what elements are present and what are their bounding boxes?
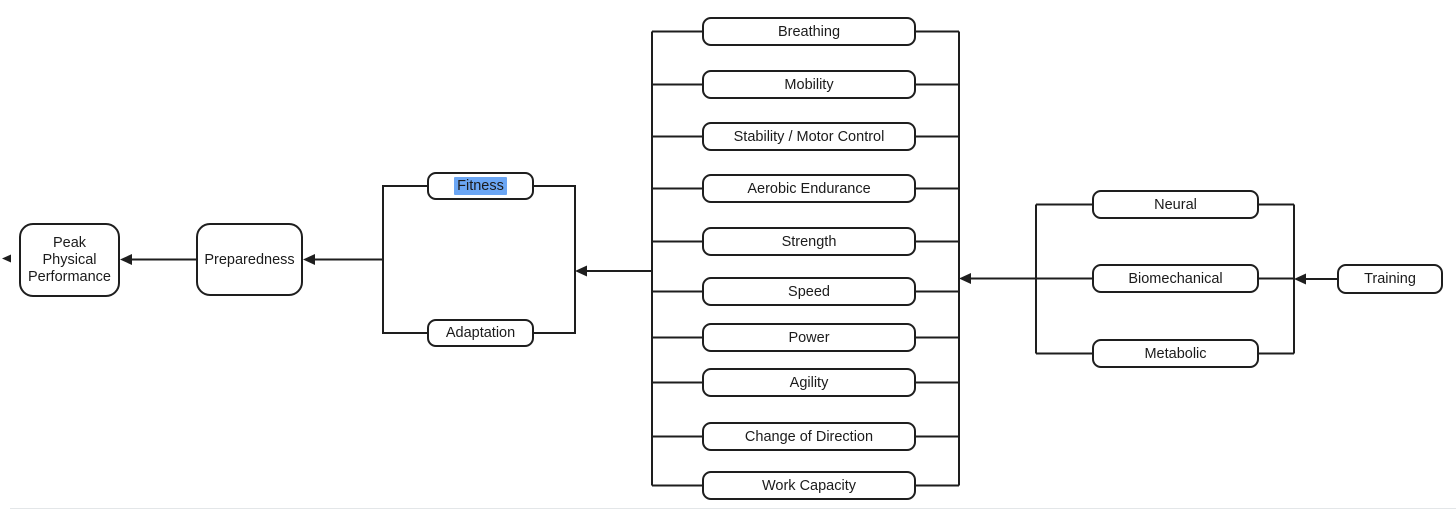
node-breathing: Breathing <box>702 17 916 46</box>
bottom-divider <box>10 508 1456 509</box>
node-strength: Strength <box>702 227 916 256</box>
arrow-fitness-group-to-preparedness <box>303 254 383 265</box>
node-speed: Speed <box>702 277 916 306</box>
arrow-preparedness-to-peak <box>120 254 196 265</box>
node-biomechanical: Biomechanical <box>1092 264 1259 293</box>
node-training: Training <box>1337 264 1443 294</box>
bracket-fitness-adaptation-left <box>382 185 427 334</box>
node-label: Peak Physical Performance <box>28 235 111 286</box>
clipped-left-arrowhead <box>2 254 11 263</box>
node-neural: Neural <box>1092 190 1259 219</box>
node-label-line: Physical <box>42 251 97 268</box>
fitness-selected-text: Fitness <box>454 177 507 195</box>
arrow-qualities-to-fitness-group <box>575 265 652 277</box>
node-peak-physical-performance: Peak Physical Performance <box>19 223 120 297</box>
node-adaptation: Adaptation <box>427 319 534 347</box>
node-fitness: Fitness <box>427 172 534 200</box>
node-aerobic-endurance: Aerobic Endurance <box>702 174 916 203</box>
node-work-capacity: Work Capacity <box>702 471 916 500</box>
node-power: Power <box>702 323 916 352</box>
group-bracket-stubs <box>651 30 1295 487</box>
node-preparedness: Preparedness <box>196 223 303 296</box>
node-label-line: Peak <box>52 234 87 251</box>
arrow-stimuli-to-qualities <box>959 273 1036 284</box>
bracket-fitness-adaptation-right <box>534 185 576 334</box>
node-mobility: Mobility <box>702 70 916 99</box>
arrow-training-to-stimuli <box>1294 273 1337 285</box>
node-label-line: Performance <box>27 268 111 285</box>
node-agility: Agility <box>702 368 916 397</box>
node-metabolic: Metabolic <box>1092 339 1259 368</box>
node-change-of-direction: Change of Direction <box>702 422 916 451</box>
node-stability-motor-control: Stability / Motor Control <box>702 122 916 151</box>
